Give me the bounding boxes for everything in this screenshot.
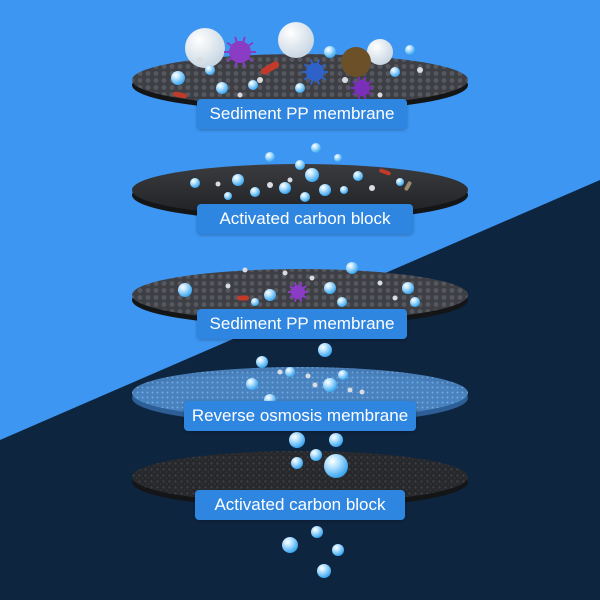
water-bubble-icon: [337, 297, 347, 307]
water-bubble-icon: [318, 343, 332, 357]
water-bubble-icon: [346, 262, 358, 274]
virus-icon: [301, 59, 329, 85]
sediment-particle-icon: [278, 22, 314, 58]
water-bubble-icon: [319, 184, 331, 196]
sediment-particle-icon: [237, 92, 243, 98]
bacteria-icon: [237, 295, 249, 301]
sediment-particle-icon: [377, 92, 383, 98]
water-bubble-icon: [190, 178, 200, 188]
water-bubble-icon: [324, 454, 348, 478]
water-bubble-icon: [311, 526, 323, 538]
water-bubble-icon: [205, 65, 215, 75]
sediment-particle-icon: [377, 280, 383, 286]
water-bubble-icon: [289, 432, 305, 448]
water-bubble-icon: [338, 370, 348, 380]
sediment-particle-icon: [197, 57, 203, 63]
water-bubble-icon: [300, 192, 310, 202]
water-bubble-icon: [171, 71, 185, 85]
layer-label-4: Reverse osmosis membrane: [184, 401, 416, 431]
water-bubble-icon: [390, 67, 400, 77]
sediment-particle-icon: [257, 77, 263, 83]
water-bubble-icon: [317, 564, 331, 578]
water-bubble-icon: [250, 187, 260, 197]
water-bubble-icon: [332, 544, 344, 556]
bacteria-icon: [404, 181, 412, 191]
sediment-particle-icon: [305, 373, 311, 379]
water-bubble-icon: [324, 282, 336, 294]
water-bubble-icon: [334, 154, 342, 162]
water-bubble-icon: [264, 289, 276, 301]
sediment-particle-icon: [367, 39, 393, 65]
sediment-particle-icon: [369, 185, 375, 191]
water-bubble-icon: [251, 298, 259, 306]
sediment-particle-icon: [267, 182, 273, 188]
water-bubble-icon: [295, 83, 305, 93]
sediment-particle-icon: [287, 177, 293, 183]
water-bubble-icon: [402, 282, 414, 294]
water-bubble-icon: [410, 297, 420, 307]
virus-icon: [350, 76, 374, 100]
sediment-particle-icon: [185, 28, 225, 68]
water-bubble-icon: [295, 160, 305, 170]
sediment-particle-icon: [359, 389, 365, 395]
filter-disc: [132, 54, 468, 106]
water-bubble-icon: [291, 457, 303, 469]
water-bubble-icon: [323, 378, 337, 392]
sediment-particle-icon: [417, 67, 423, 73]
sediment-particle-icon: [342, 77, 348, 83]
water-bubble-icon: [265, 152, 275, 162]
sediment-particle-icon: [277, 369, 283, 375]
water-bubble-icon: [256, 356, 268, 368]
virus-icon: [224, 36, 256, 68]
water-bubble-icon: [248, 80, 258, 90]
water-bubble-icon: [178, 283, 192, 297]
water-bubble-icon: [405, 45, 415, 55]
water-bubble-icon: [329, 433, 343, 447]
water-bubble-icon: [396, 178, 404, 186]
bacteria-icon: [260, 61, 280, 75]
sediment-particle-icon: [341, 47, 371, 77]
filter-disc: [132, 164, 468, 216]
layer-label-5: Activated carbon block: [195, 490, 405, 520]
bacteria-icon: [379, 168, 391, 176]
virus-icon: [287, 282, 309, 302]
water-bubble-icon: [285, 367, 295, 377]
water-bubble-icon: [232, 174, 244, 186]
sediment-particle-icon: [215, 181, 221, 187]
sediment-particle-icon: [312, 382, 318, 388]
sediment-particle-icon: [309, 275, 315, 281]
water-bubble-icon: [311, 143, 321, 153]
water-bubble-icon: [224, 192, 232, 200]
water-bubble-icon: [353, 171, 363, 181]
water-bubble-icon: [324, 46, 336, 58]
layer-label-2: Activated carbon block: [197, 204, 413, 234]
sediment-particle-icon: [347, 387, 353, 393]
sediment-particle-icon: [392, 295, 398, 301]
sediment-particle-icon: [225, 283, 231, 289]
water-bubble-icon: [279, 182, 291, 194]
layer-label-3: Sediment PP membrane: [197, 309, 407, 339]
water-bubble-icon: [310, 449, 322, 461]
water-bubble-icon: [282, 537, 298, 553]
water-bubble-icon: [246, 378, 258, 390]
water-bubble-icon: [340, 186, 348, 194]
sediment-particle-icon: [242, 267, 248, 273]
sediment-particle-icon: [282, 270, 288, 276]
water-bubble-icon: [305, 168, 319, 182]
bacteria-icon: [173, 91, 187, 99]
water-bubble-icon: [216, 82, 228, 94]
layer-label-1: Sediment PP membrane: [197, 99, 407, 129]
